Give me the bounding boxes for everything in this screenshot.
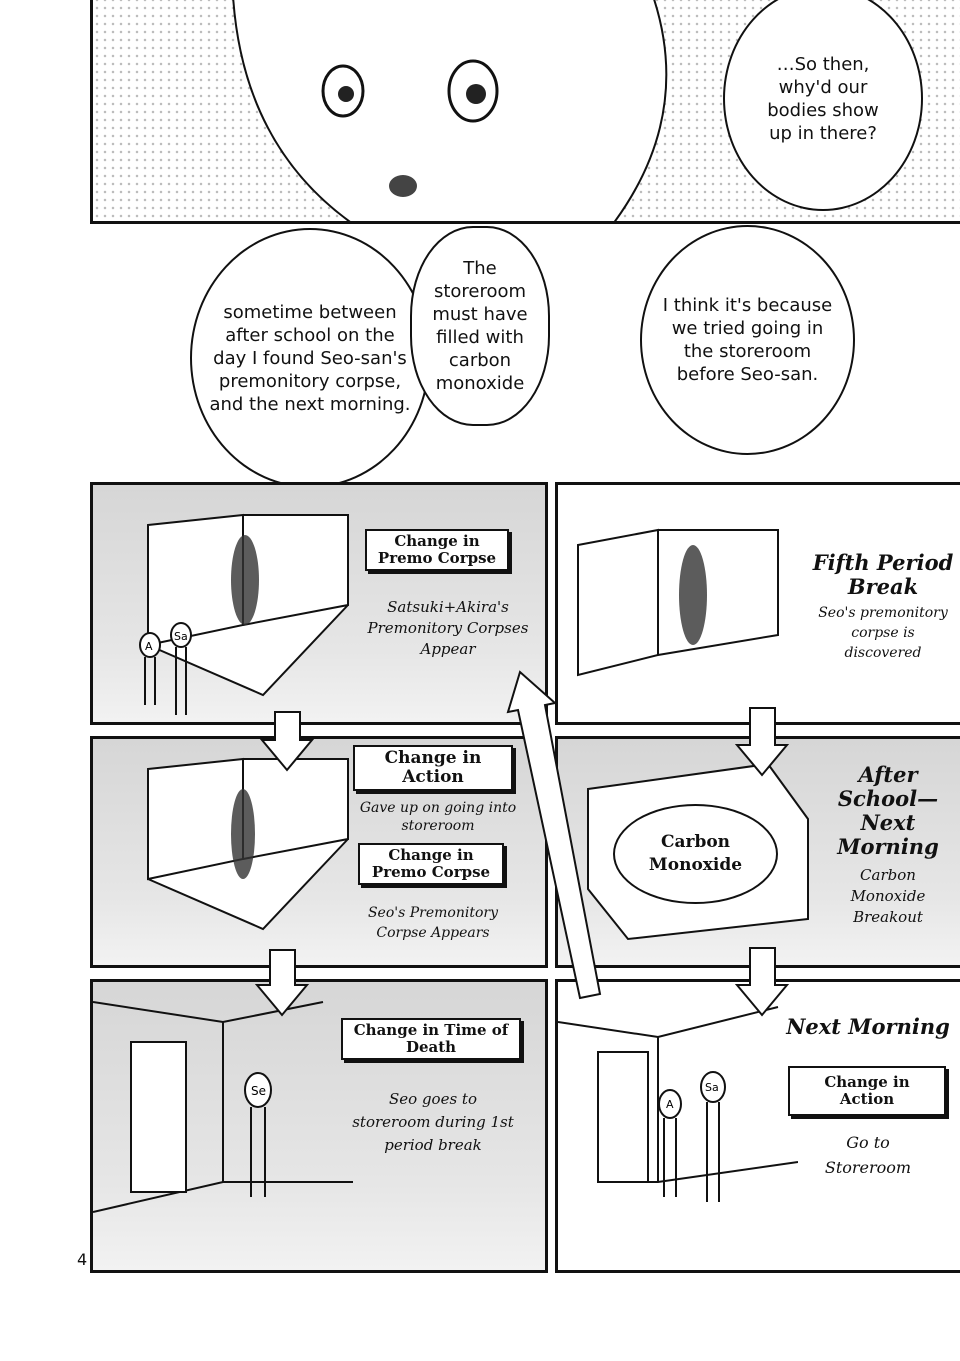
speech-bubble-1: sometime between after school on the day…	[190, 228, 430, 488]
panel-next-morning: A Sa Next Morning Change in Action Go to …	[555, 979, 960, 1273]
figure-label: Se	[251, 1084, 266, 1098]
panel-action-change: Change in Action Gave up on going into s…	[90, 736, 548, 968]
figure-label: A	[666, 1098, 674, 1111]
change-box: Change in Premo Corpse	[365, 529, 509, 571]
storeroom-sketch	[147, 757, 349, 931]
change-box-action: Change in Action	[353, 745, 513, 791]
speech-bubble-2: The storeroom must have filled with carb…	[410, 226, 550, 426]
panel-premo-corpse-change: A Sa Change in Premo Corpse Satsuki+Akira…	[90, 482, 548, 725]
panel-fifth-period: Fifth Period Break Seo's premonitory cor…	[555, 482, 960, 725]
panel-note: Gave up on going into storeroom	[359, 800, 517, 834]
panel-note: Satsuki+Akira's Premonitory Corpses Appe…	[367, 598, 529, 658]
change-box-corpse: Change in Premo Corpse	[358, 843, 504, 885]
carbon-monoxide-cloud: Carbon Monoxide	[613, 804, 778, 904]
panel-after-school: Carbon Monoxide After School—Next Mornin…	[555, 736, 960, 968]
figure-label: Sa	[174, 630, 188, 643]
panel-heading: Next Morning	[786, 1014, 950, 1039]
speech-bubble-top: …So then, why'd our bodies show up in th…	[723, 0, 923, 211]
top-panel: …So then, why'd our bodies show up in th…	[90, 0, 960, 224]
panel-note: Seo's premonitory corpse is discovered	[818, 605, 948, 661]
figure-label: Sa	[705, 1081, 719, 1094]
storeroom-sketch	[577, 528, 779, 677]
panel-note: Seo's Premonitory Corpse Appears	[367, 905, 499, 941]
room-door-sketch: A Sa	[558, 1006, 798, 1202]
page-number: 4	[77, 1250, 88, 1269]
speech-bubble-3: I think it's because we tried going in t…	[640, 225, 855, 455]
panel-heading: After School—Next Morning	[837, 762, 939, 859]
change-box: Change in Time of Death	[341, 1018, 521, 1060]
storeroom-sketch: A Sa	[139, 513, 349, 715]
panel-heading: Fifth Period Break	[812, 550, 954, 599]
room-door-sketch: Se	[93, 1001, 353, 1213]
girl-illustration	[232, 0, 668, 221]
panel-time-of-death: Se Change in Time of Death Seo goes to s…	[90, 979, 548, 1273]
change-box: Change in Action	[788, 1066, 946, 1116]
panel-note: Carbon Monoxide Breakout	[850, 866, 926, 926]
panel-note: Seo goes to storeroom during 1st period …	[352, 1090, 514, 1154]
panel-note: Go to Storeroom	[824, 1133, 912, 1177]
figure-label: A	[145, 640, 153, 653]
